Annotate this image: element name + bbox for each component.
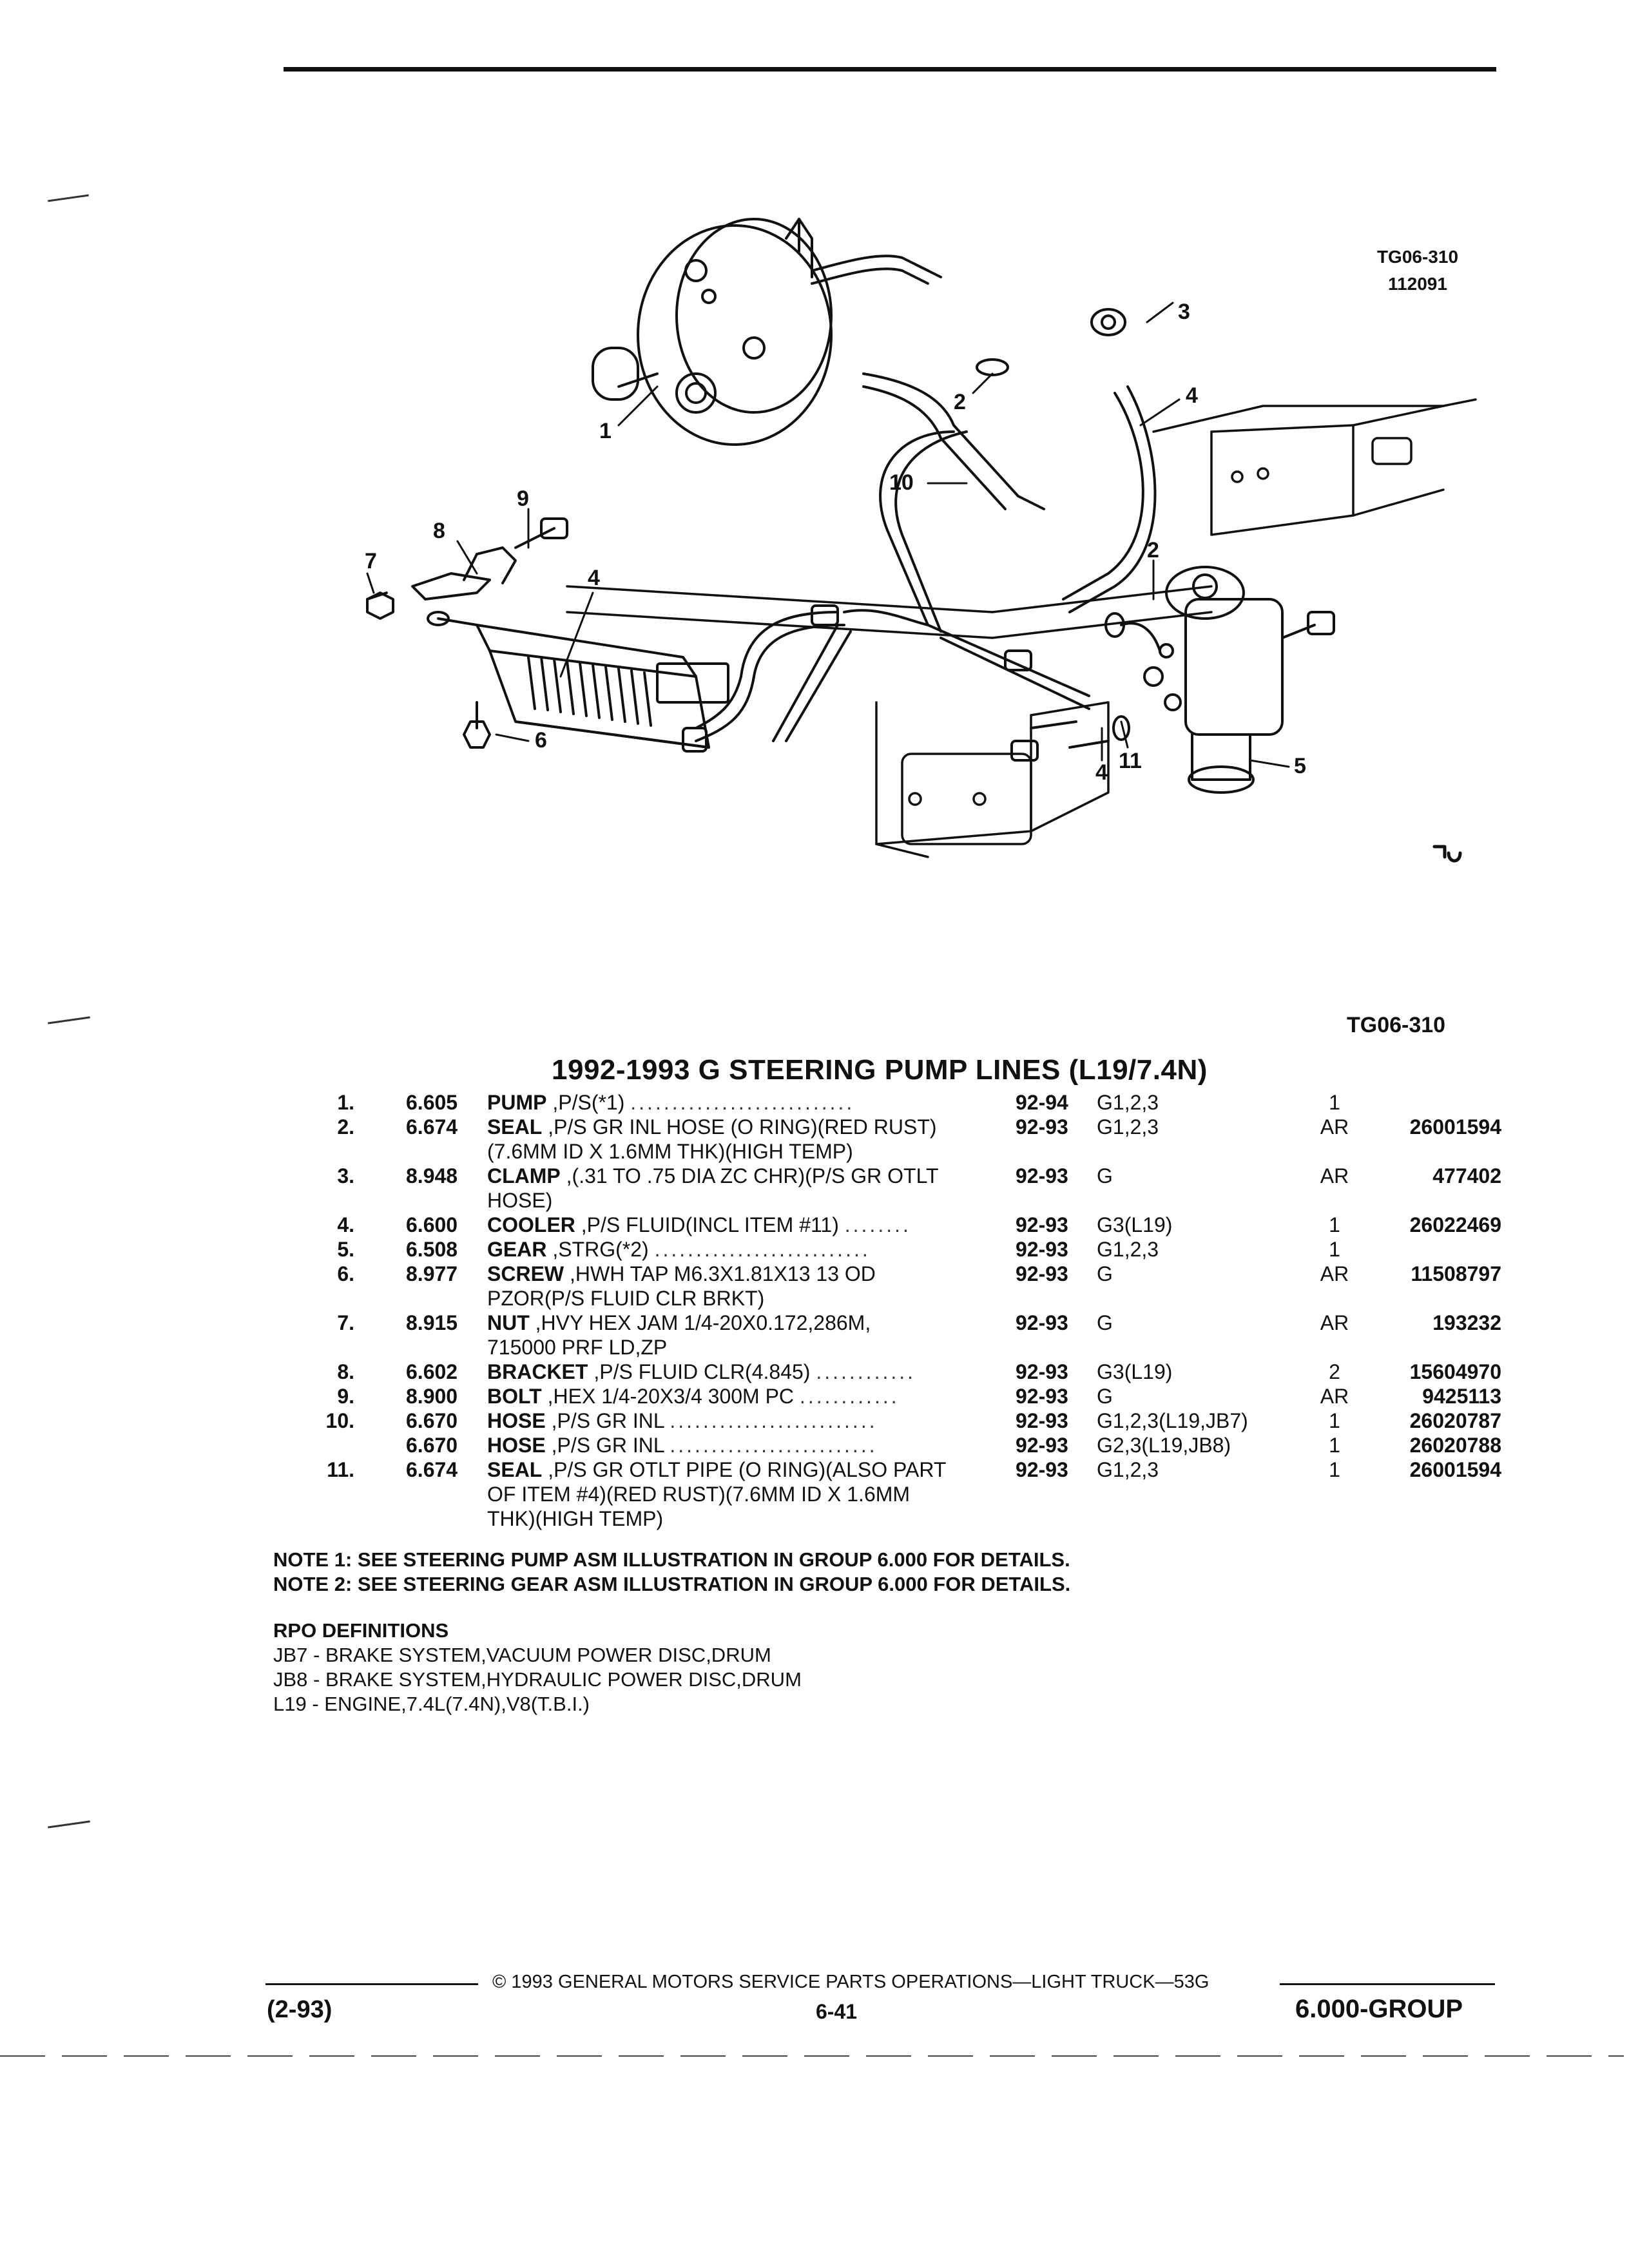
figure-reference: TG06-310 [1347, 1013, 1446, 1037]
callout-4: 4 [1186, 383, 1198, 408]
margin-tick [48, 1016, 90, 1024]
rpo-heading: RPO DEFINITIONS [273, 1619, 449, 1642]
footer-rule-right [1280, 1983, 1495, 1985]
note-1: NOTE 1: SEE STEERING PUMP ASM ILLUSTRATI… [273, 1548, 1070, 1571]
rpo-item: L19 - ENGINE,7.4L(7.4N),V8(T.B.I.) [273, 1693, 590, 1715]
cooler [427, 611, 729, 749]
table-row: 6.670 HOSE ,P/S GR INL .................… [406, 1434, 1501, 1457]
diagram-ref-number: 112091 [1388, 274, 1447, 294]
table-row: 7. 8.915 NUT ,HVY HEX JAM 1/4-20X0.172,2… [337, 1311, 1501, 1359]
bottom-rule [0, 2055, 1624, 2057]
callout-7: 7 [365, 549, 377, 573]
callout-1: 1 [599, 419, 612, 443]
table-row: 6. 8.977 SCREW ,HWH TAP M6.3X1.81X13 13 … [337, 1262, 1501, 1310]
callout-6: 6 [535, 728, 547, 753]
parts-list: 1. 6.605 PUMP ,P/S(*1) .................… [277, 1090, 1501, 1531]
footer-rule-left [265, 1983, 478, 1985]
steering-pump-lines-diagram: 1 2 3 4 10 9 8 7 4 6 2 4 11 5 [348, 213, 1495, 908]
footer-date: (2-93) [267, 1996, 333, 2023]
table-row: 5. 6.508 GEAR ,STRG(*2) ................… [337, 1238, 1340, 1261]
steering-gear [976, 308, 1335, 794]
callout-5: 5 [1294, 754, 1306, 778]
callout-3: 3 [1178, 300, 1190, 324]
table-row: 3. 8.948 CLAMP ,(.31 TO .75 DIA ZC CHR)(… [337, 1164, 1501, 1212]
leader-lines [366, 302, 1290, 768]
table-row: 9. 8.900 BOLT ,HEX 1/4-20X3/4 300M PC ..… [337, 1385, 1501, 1408]
callout-2: 2 [954, 390, 966, 414]
table-row: 2. 6.674 SEAL ,P/S GR INL HOSE (O RING)(… [337, 1115, 1501, 1163]
table-row: 1. 6.605 PUMP ,P/S(*1) .................… [337, 1091, 1340, 1114]
page-number: 6-41 [816, 2000, 858, 2023]
margin-tick [48, 1820, 90, 1829]
rpo-definitions: RPO DEFINITIONS JB7 - BRAKE SYSTEM,VACUU… [273, 1619, 802, 1716]
note-2: NOTE 2: SEE STEERING GEAR ASM ILLUSTRATI… [273, 1573, 1071, 1595]
table-row: 4. 6.600 COOLER ,P/S FLUID(INCL ITEM #11… [337, 1213, 1501, 1236]
top-rule [284, 67, 1496, 72]
callout-4c: 4 [1095, 760, 1108, 785]
table-row: 8. 6.602 BRACKET ,P/S FLUID CLR(4.845) .… [337, 1360, 1501, 1383]
callout-9: 9 [517, 486, 529, 511]
callout-2b: 2 [1147, 538, 1159, 562]
diagram-svg: 1 2 3 4 10 9 8 7 4 6 2 4 11 5 [365, 218, 1477, 863]
callout-11: 11 [1119, 749, 1142, 773]
page-title: 1992-1993 G STEERING PUMP LINES (L19/7.4… [552, 1054, 1208, 1086]
callout-10: 10 [889, 470, 914, 495]
margin-tick [48, 194, 89, 202]
corner-mark-icon [1432, 845, 1462, 863]
callout-8: 8 [433, 519, 445, 543]
callout-4b: 4 [588, 566, 600, 590]
rpo-item: JB7 - BRAKE SYSTEM,VACUUM POWER DISC,DRU… [273, 1644, 771, 1666]
diagram-ref-code: TG06-310 [1376, 247, 1459, 267]
frame-rail [566, 398, 1477, 858]
notes: NOTE 1: SEE STEERING PUMP ASM ILLUSTRATI… [273, 1548, 1070, 1597]
footer-group: 6.000-GROUP [1295, 1995, 1463, 2023]
bracket-fasteners [366, 517, 568, 749]
table-row: 10. 6.670 HOSE ,P/S GR INL .............… [325, 1409, 1501, 1432]
diagram-reference: TG06-310 112091 [1373, 244, 1463, 298]
pump [592, 218, 833, 446]
footer-copyright: © 1993 GENERAL MOTORS SERVICE PARTS OPER… [492, 1972, 1210, 1992]
hoses [682, 255, 1157, 762]
table-row: 11. 6.674 SEAL ,P/S GR OTLT PIPE (O RING… [327, 1458, 1501, 1530]
rpo-item: JB8 - BRAKE SYSTEM,HYDRAULIC POWER DISC,… [273, 1668, 802, 1691]
